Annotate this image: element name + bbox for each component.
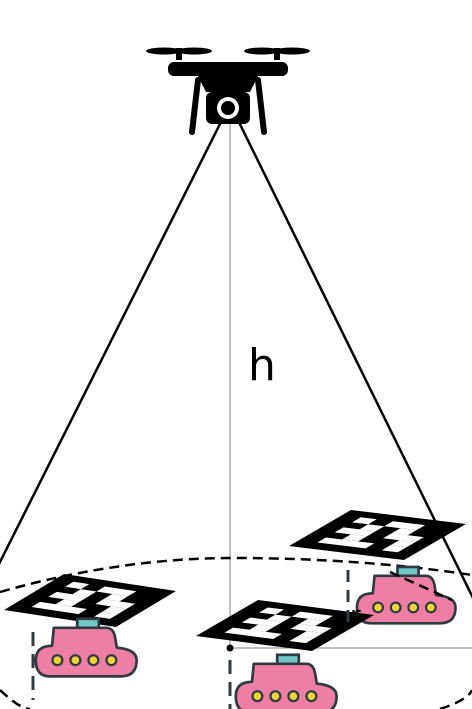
cone-right-edge [230,107,472,599]
robot-center [196,600,374,709]
cone-left-edge [0,107,230,565]
robot-icon [234,653,338,709]
camera-icon [206,92,250,124]
robot-left [3,574,176,700]
center-point [226,644,234,652]
aruco-marker [196,600,374,651]
robot-right [289,510,466,625]
radius-indicator [389,570,453,602]
radius-label: r [350,601,361,631]
drone-icon [146,47,310,135]
aruco-marker [289,510,466,560]
robot-icon [34,617,138,678]
height-label: h [248,340,276,391]
